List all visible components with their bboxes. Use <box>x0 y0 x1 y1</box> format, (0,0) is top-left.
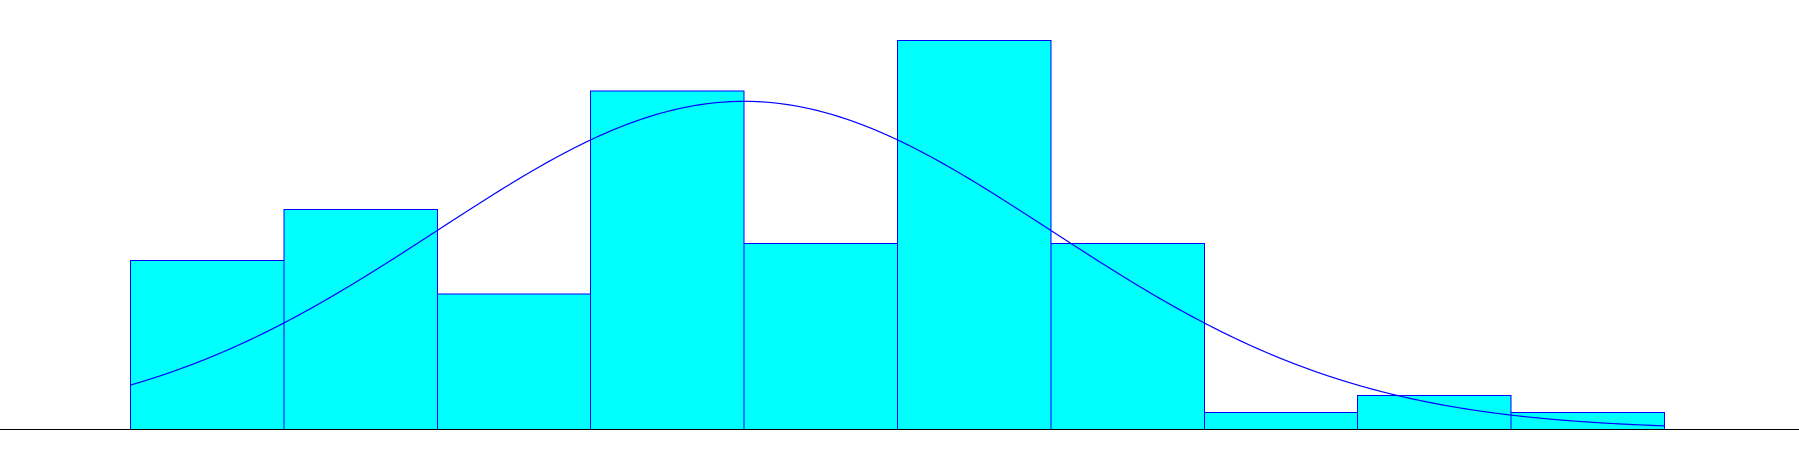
histogram-bar-8 <box>1203 412 1359 430</box>
histogram-bar-6 <box>897 39 1052 430</box>
histogram-bar-5 <box>743 242 898 430</box>
histogram-bar-2 <box>283 209 438 430</box>
histogram-bar-7 <box>1050 242 1205 430</box>
histogram-bar-1 <box>130 259 285 430</box>
normal-fit-curve <box>130 100 1665 427</box>
histogram-bar-10 <box>1510 412 1665 430</box>
histogram-bars <box>130 39 1665 431</box>
histogram-bar-4 <box>590 90 745 430</box>
histogram-bar-3 <box>436 293 592 431</box>
histogram-bar-9 <box>1357 395 1512 431</box>
